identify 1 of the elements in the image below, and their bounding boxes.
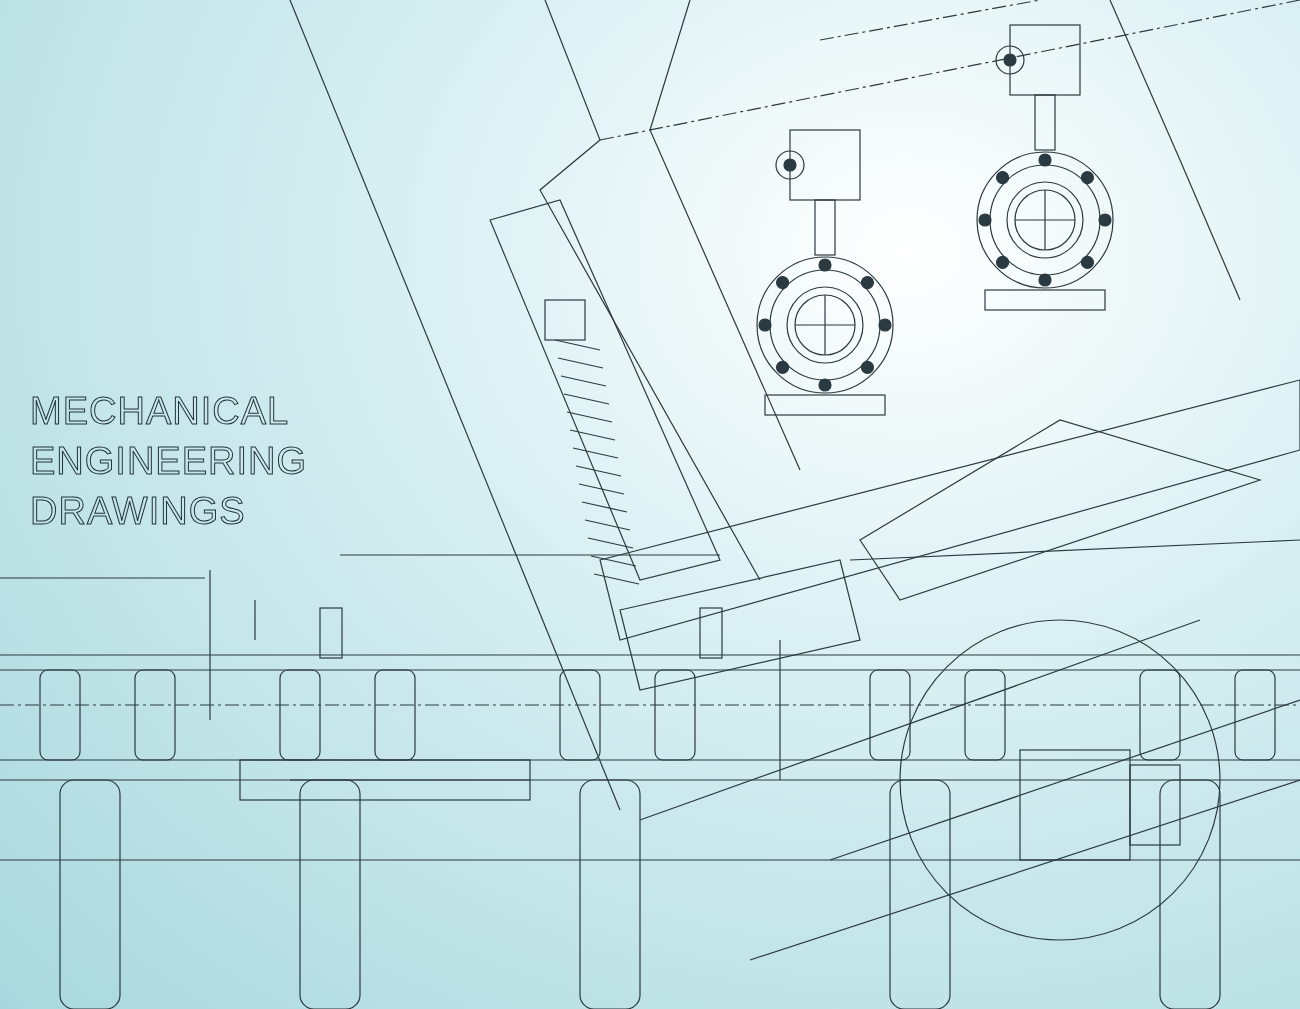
title: MECHANICAL ENGINEERING DRAWINGS	[30, 389, 308, 534]
